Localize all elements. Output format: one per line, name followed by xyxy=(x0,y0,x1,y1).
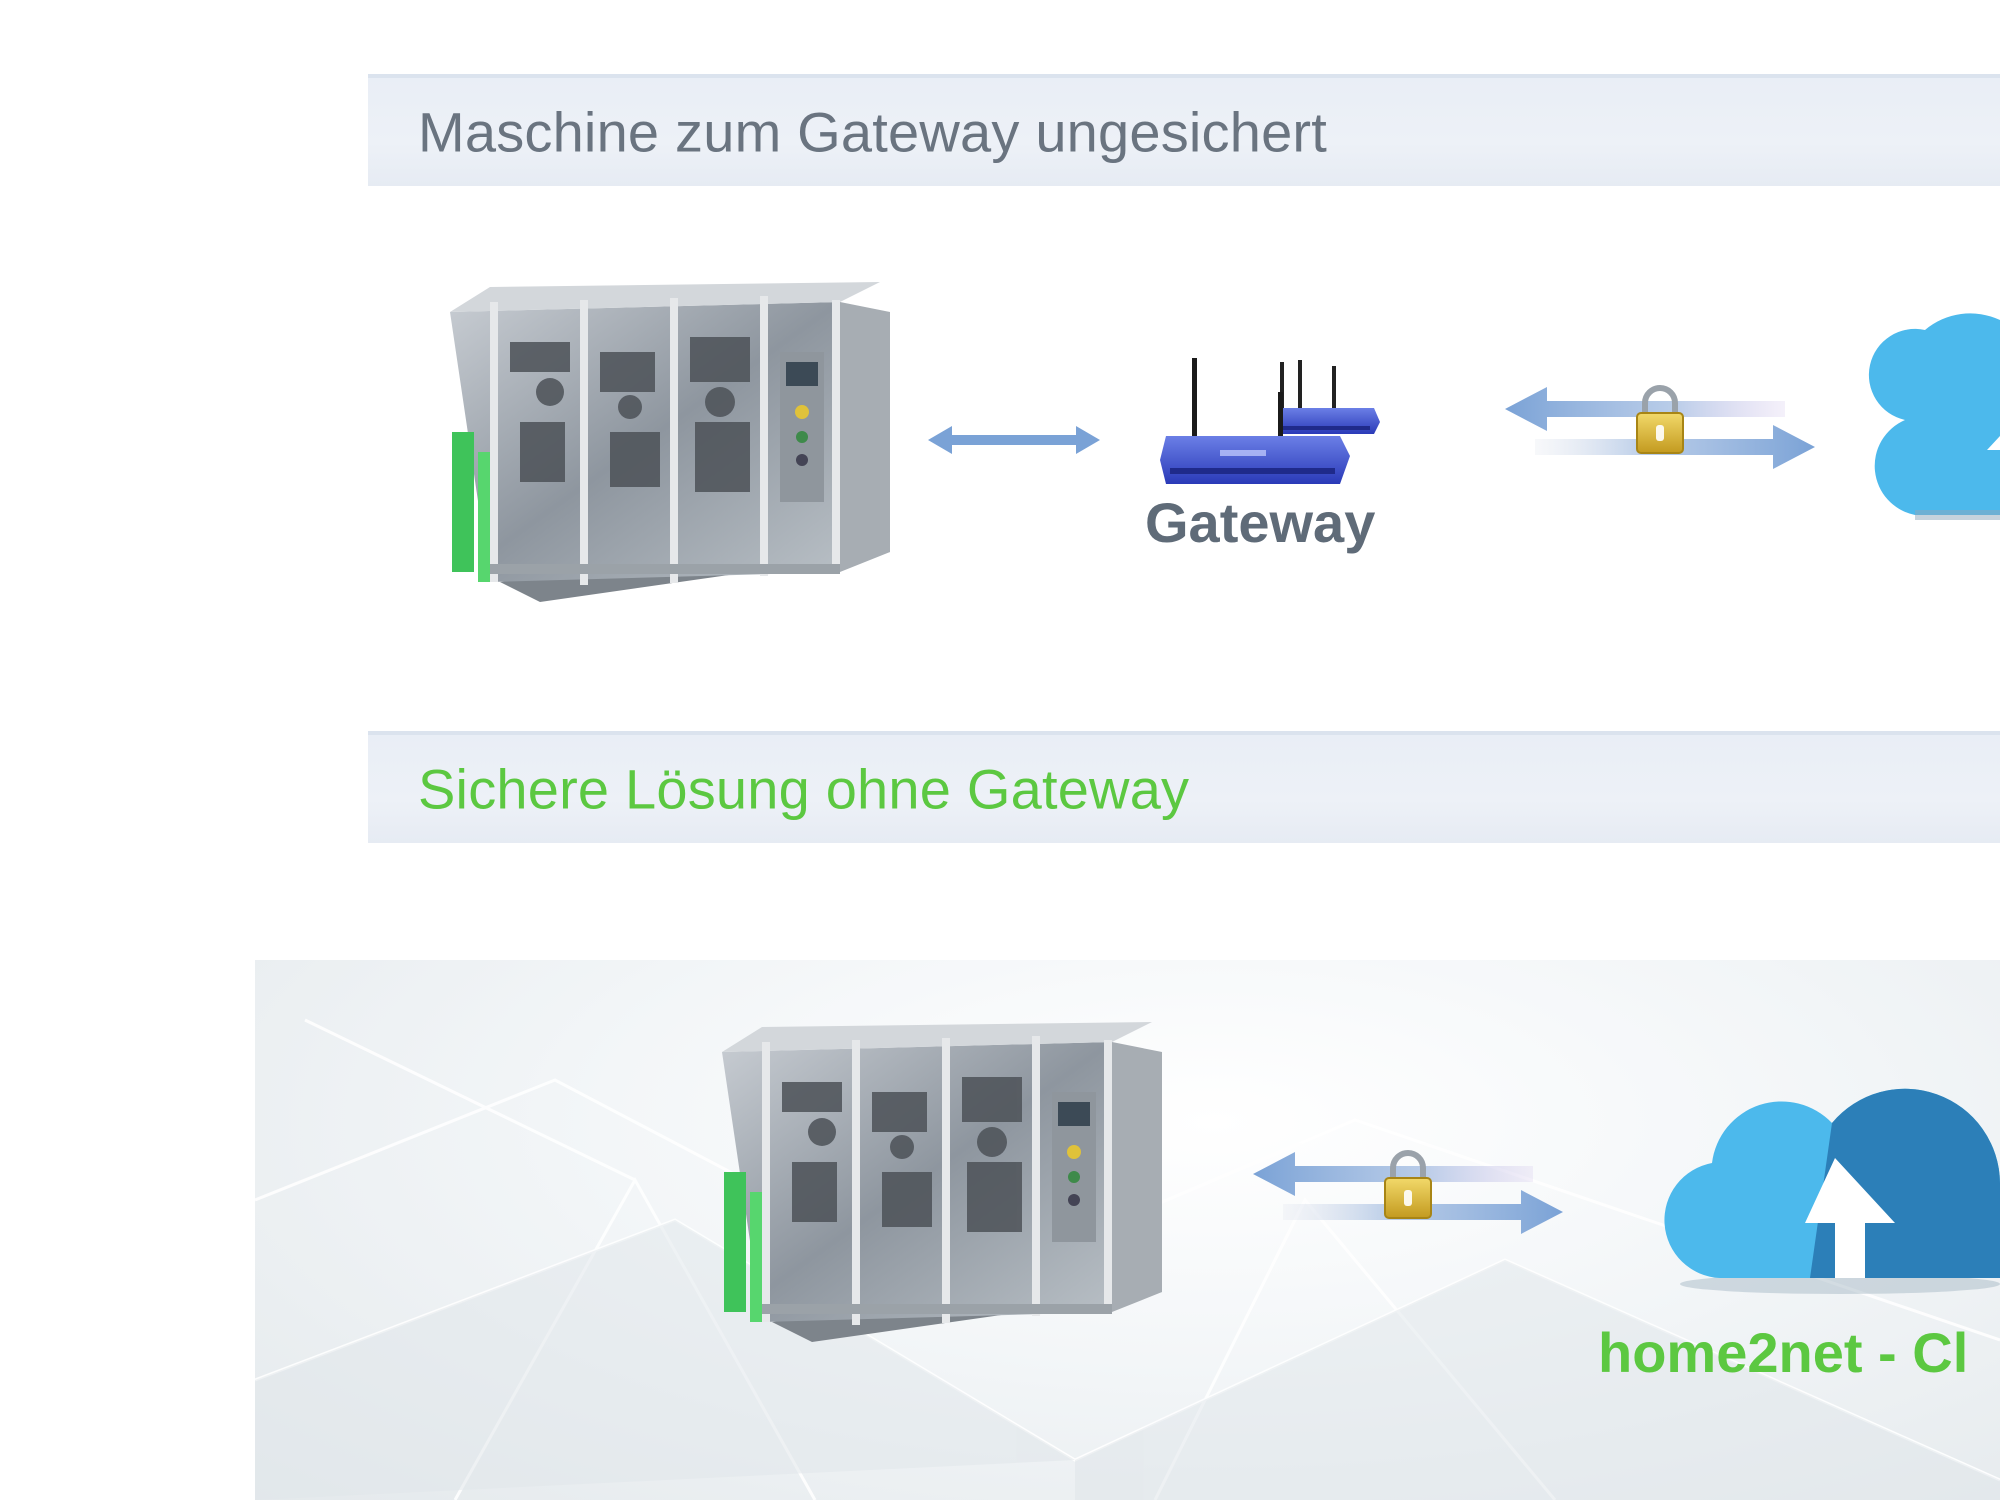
background-geometry xyxy=(255,1018,2000,1500)
cloud-upload-icon xyxy=(1664,1088,2000,1294)
section-title-secure: Sichere Lösung ohne Gateway xyxy=(418,757,1190,821)
machine-icon-bottom xyxy=(722,1022,1162,1342)
section-bar-secure: Sichere Lösung ohne Gateway xyxy=(368,731,2000,843)
section-title-unsecured: Maschine zum Gateway ungesichert xyxy=(418,100,1328,164)
secure-arrow-icon-top xyxy=(1505,383,1815,473)
router-icon xyxy=(1160,358,1380,484)
machine-icon-top xyxy=(450,282,890,602)
secure-arrow-icon-bottom xyxy=(1253,1148,1563,1238)
gateway-label: Gateway xyxy=(1145,491,1376,554)
section-bar-unsecured: Maschine zum Gateway ungesichert xyxy=(368,74,2000,186)
cloud-label: home2net - Cl xyxy=(1598,1321,1969,1384)
bidirectional-arrow-icon xyxy=(928,426,1100,454)
cloud-icon-top xyxy=(1868,313,2000,520)
